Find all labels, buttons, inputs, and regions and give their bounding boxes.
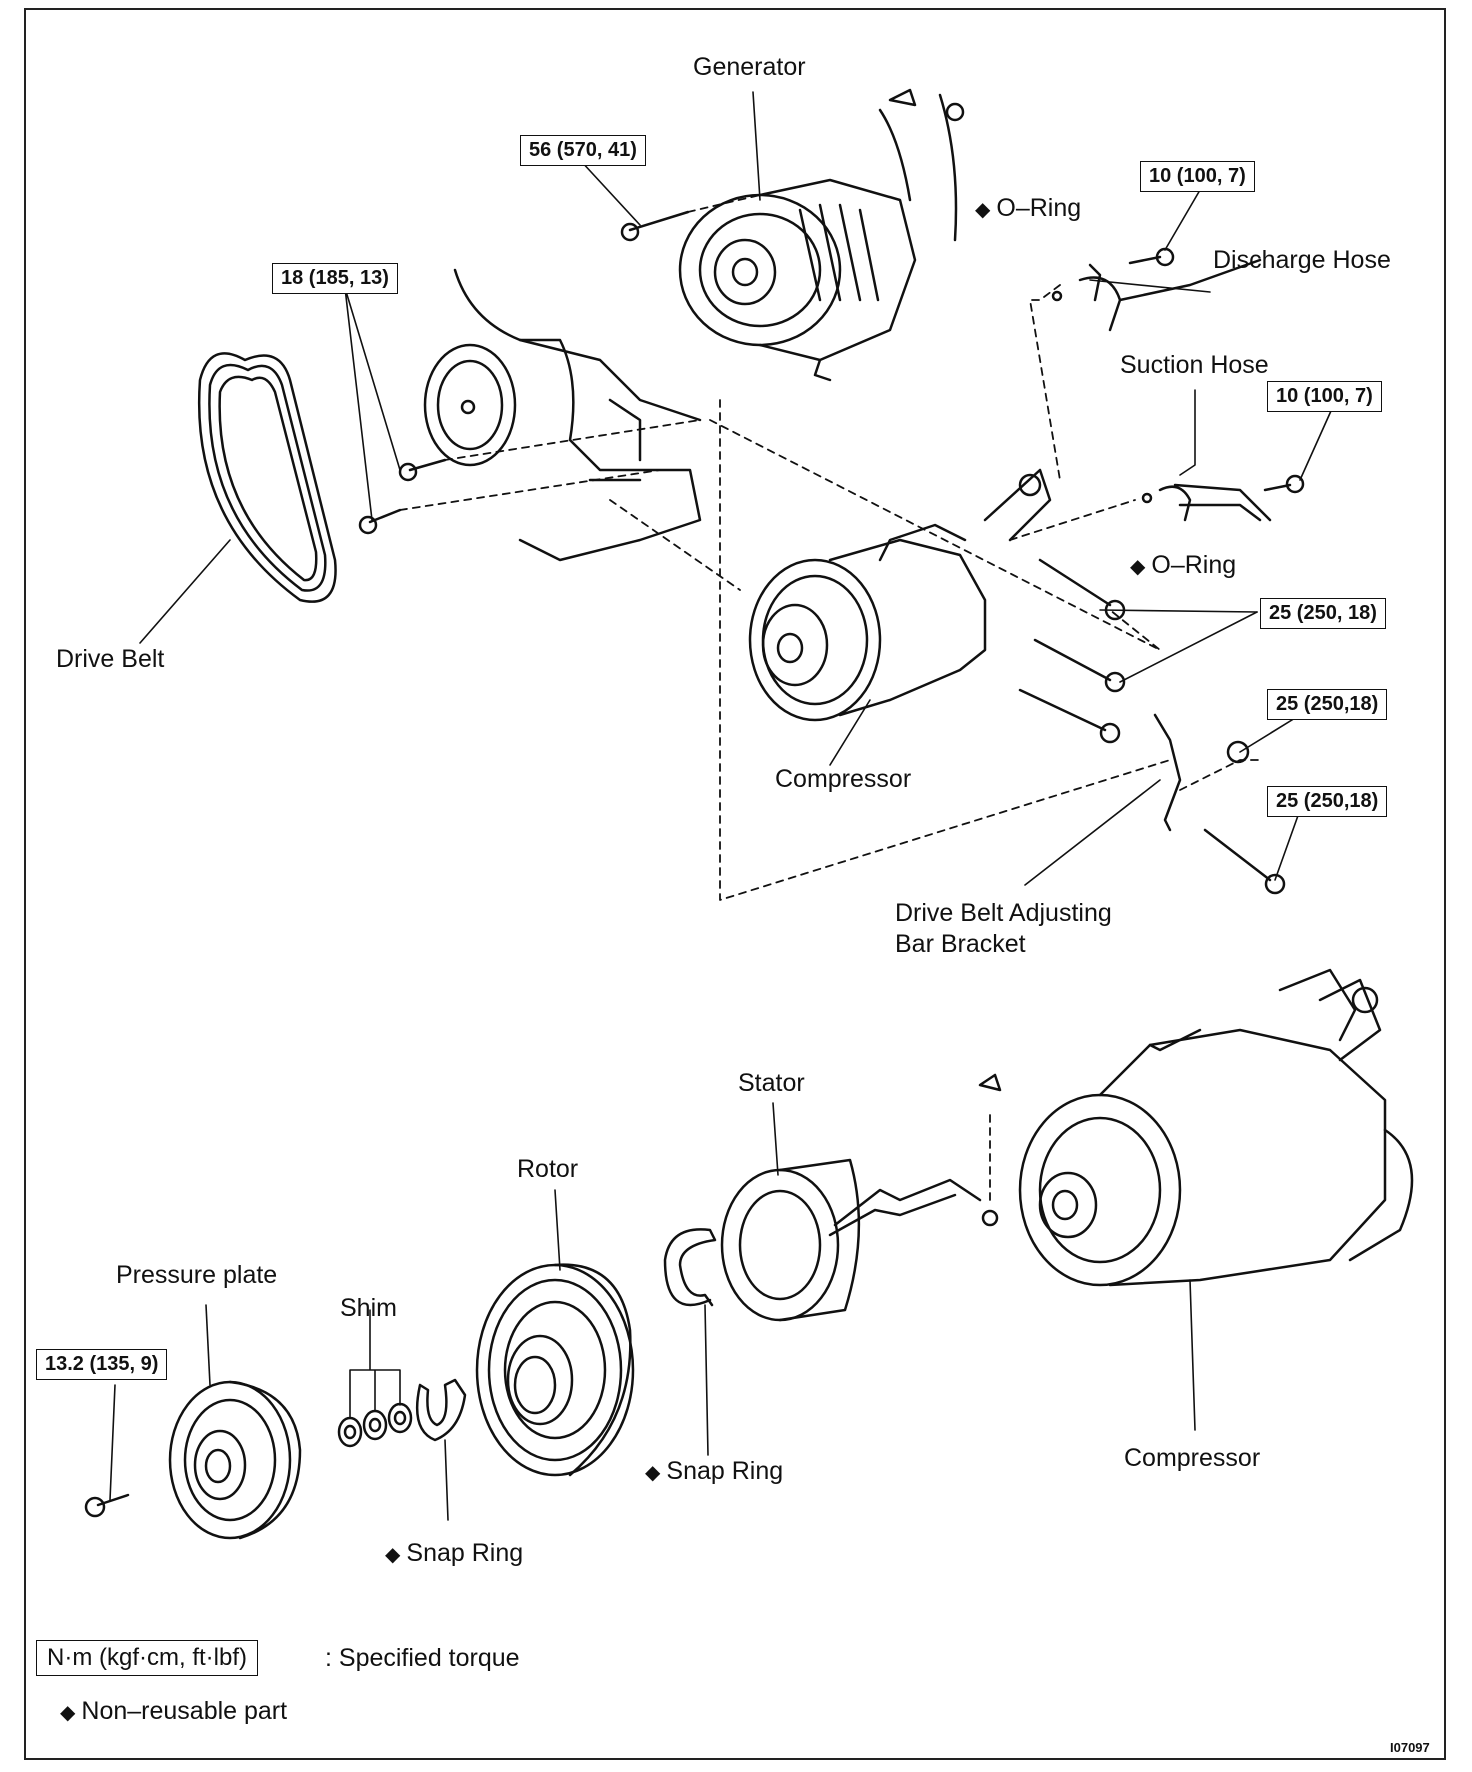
adjusting-bar-label-line1: Drive Belt Adjusting xyxy=(895,899,1112,927)
figure-id: I07097 xyxy=(1390,1740,1430,1755)
legend-non-reusable: ◆Non–reusable part xyxy=(60,1697,288,1725)
legend-torque-units-text: : Specified torque xyxy=(325,1644,520,1672)
torque-compressor-bolts: 25 (250, 18) xyxy=(1260,598,1386,629)
non-reusable-diamond-icon: ◆ xyxy=(1130,556,1146,578)
torque-nut: 25 (250,18) xyxy=(1267,689,1388,720)
o-ring-mid-label: ◆O–Ring xyxy=(1130,551,1237,579)
compressor-bottom-label: Compressor xyxy=(1124,1444,1261,1472)
clutch-parts-illustration xyxy=(84,968,1414,1540)
snap-ring-left-label: ◆Snap Ring xyxy=(385,1539,524,1567)
generator-label: Generator xyxy=(693,53,806,81)
non-reusable-diamond-icon: ◆ xyxy=(385,1544,401,1566)
leader-lines xyxy=(109,91,1336,1521)
suction-hose-label: Suction Hose xyxy=(1120,351,1269,379)
diagram-frame xyxy=(24,8,1446,1760)
torque-pressure-plate-bolt: 13.2 (135, 9) xyxy=(36,1349,168,1380)
drive-belt-illustration xyxy=(197,352,337,603)
torque-discharge-bolt: 10 (100, 7) xyxy=(1140,161,1255,192)
stator-label: Stator xyxy=(738,1069,805,1097)
adjusting-bar-label-line2: Bar Bracket xyxy=(895,930,1026,958)
bolts-illustration xyxy=(358,210,1305,895)
legend-torque-units-box: N·m (kgf·cm, ft·lbf) xyxy=(36,1640,258,1676)
dashed-alignment-lines xyxy=(399,194,1261,1206)
compressor-top-illustration xyxy=(748,468,1052,722)
shim-label: Shim xyxy=(340,1294,397,1322)
rotor-label: Rotor xyxy=(517,1155,579,1183)
discharge-hose-label: Discharge Hose xyxy=(1213,246,1391,274)
snap-ring-right-label: ◆Snap Ring xyxy=(645,1457,784,1485)
bracket-illustration xyxy=(423,268,702,562)
pressure-plate-label: Pressure plate xyxy=(116,1261,278,1289)
torque-suction-bolt: 10 (100, 7) xyxy=(1267,381,1382,412)
non-reusable-diamond-icon: ◆ xyxy=(60,1702,76,1724)
compressor-top-label: Compressor xyxy=(775,765,912,793)
torque-generator-bolt: 56 (570, 41) xyxy=(520,135,646,166)
torque-bracket-bolts: 18 (185, 13) xyxy=(272,263,398,294)
o-ring-top-label: ◆O–Ring xyxy=(975,194,1082,222)
generator-illustration xyxy=(678,88,965,382)
torque-adjust-bolt: 25 (250,18) xyxy=(1267,786,1388,817)
non-reusable-diamond-icon: ◆ xyxy=(645,1462,661,1484)
hoses-illustration xyxy=(1051,258,1272,522)
non-reusable-diamond-icon: ◆ xyxy=(975,199,991,221)
drive-belt-label: Drive Belt xyxy=(56,645,165,673)
